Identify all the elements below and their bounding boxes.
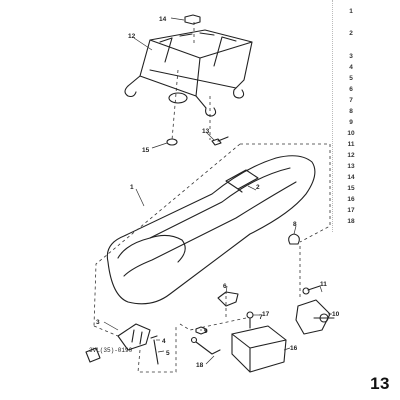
index-9: 9: [349, 119, 353, 126]
screw-17: [246, 311, 254, 329]
callout-12: 12: [128, 33, 136, 40]
index-10: 10: [347, 130, 355, 137]
callout-13: 13: [202, 128, 210, 135]
callout-14: 14: [159, 16, 167, 23]
seat-1: [106, 155, 316, 305]
lock-11: [302, 285, 321, 295]
grommet-8: [288, 233, 300, 245]
index-7: 7: [349, 97, 353, 104]
callout-9: 9: [204, 328, 208, 335]
index-13: 13: [347, 163, 355, 170]
callout-5: 5: [166, 350, 170, 357]
leader-lines: [103, 17, 332, 365]
callout-1: 1: [130, 184, 134, 191]
callout-16: 16: [290, 345, 298, 352]
callout-4: 4: [162, 338, 166, 345]
callout-15: 15: [142, 147, 150, 154]
index-column-divider: [332, 0, 333, 232]
assembly-guide-lines: [93, 22, 331, 373]
callout-17: 17: [262, 311, 270, 318]
callout-10: 10: [332, 311, 340, 318]
nut-9: [195, 326, 207, 335]
index-12: 12: [347, 152, 355, 159]
index-14: 14: [347, 174, 355, 181]
index-6: 6: [349, 86, 353, 93]
seat-lock-10: [295, 299, 335, 335]
tool-box-16: [231, 325, 287, 373]
index-11: 11: [347, 141, 355, 148]
index-2: 2: [349, 30, 353, 37]
index-18: 18: [347, 218, 355, 225]
drawing-code: 3VL(35)-0190: [89, 347, 133, 354]
band-icon: [85, 347, 101, 363]
callout-18: 18: [196, 362, 204, 369]
index-15: 15: [347, 185, 355, 192]
callout-11: 11: [320, 281, 327, 288]
nut-14: [184, 14, 201, 25]
callout-8: 8: [293, 221, 297, 228]
index-17: 17: [347, 207, 355, 214]
stay-18: [190, 336, 221, 355]
index-4: 4: [349, 64, 353, 71]
seat-strap-2: [225, 169, 259, 193]
callout-6: 6: [223, 283, 227, 290]
damper-6: [217, 291, 239, 307]
washer-15: [166, 138, 178, 146]
bolt-13: [211, 136, 229, 146]
index-16: 16: [347, 196, 355, 203]
page-number: 13: [370, 374, 390, 393]
index-3: 3: [349, 53, 353, 60]
index-5: 5: [349, 75, 353, 82]
callout-2: 2: [256, 184, 260, 191]
index-8: 8: [349, 108, 353, 115]
bolt-5: [150, 335, 159, 365]
index-1: 1: [349, 8, 353, 15]
rear-carrier-rack: [124, 29, 253, 117]
callout-3: 3: [96, 319, 100, 326]
callout-7: 7: [259, 314, 263, 321]
hinge-bracket-3: [117, 323, 151, 351]
